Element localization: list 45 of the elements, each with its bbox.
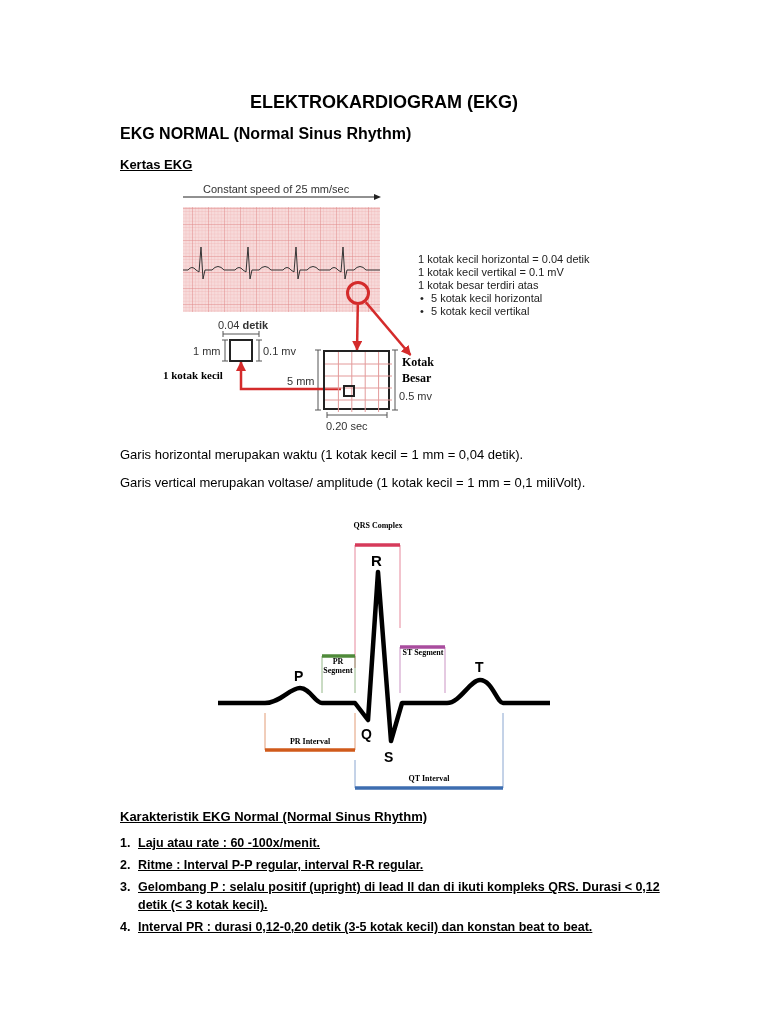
legend-text: 1 kotak kecil vertikal = 0.1 mV — [418, 265, 564, 280]
legend-text: 1 kotak besar terdiri atas — [418, 278, 539, 293]
wave-label: Q — [361, 725, 372, 744]
legend-text: 5 kotak kecil vertikal — [431, 304, 530, 319]
axis-caption: Constant speed of 25 mm/sec — [203, 182, 350, 197]
dimension-label: 0.04 detik — [218, 318, 269, 333]
dimension-label: 0.1 mv — [263, 344, 296, 359]
arrow — [364, 301, 412, 356]
subheading: Karakteristik EKG Normal (Normal Sinus Rhythm) — [120, 808, 428, 826]
list-item: Laju atau rate : 60 -100x/menit. — [138, 835, 320, 852]
subheading: Kertas EKG — [120, 156, 193, 174]
paragraph: Garis vertical merupakan voltase/ amplitude (1 kotak kecil = 1 mm = 0,1 miliVolt). — [120, 474, 586, 492]
bullet-mark: • — [420, 291, 424, 306]
bullet-mark: • — [420, 304, 424, 319]
arrow — [236, 361, 341, 391]
dimension-label: 0.20 sec — [326, 419, 368, 434]
small-square-enlarged — [229, 339, 253, 362]
node-label: Kotak Besar — [402, 355, 446, 387]
wave-label: R — [371, 551, 382, 571]
list-item: Interval PR : durasi 0,12-0,20 detik (3-5 kotak kecil) dan konstan beat to beat. — [138, 919, 593, 936]
legend-text: 1 kotak kecil horizontal = 0.04 detik — [418, 252, 590, 267]
wave-label: QT Interval — [407, 773, 451, 785]
list-number: 1. — [120, 835, 132, 852]
dimension-label: 5 mm — [287, 374, 315, 389]
title: ELEKTROKARDIOGRAM (EKG) — [249, 91, 519, 114]
wave-label: T — [475, 658, 484, 677]
wave-label: S — [384, 748, 394, 767]
list-item: Ritme : Interval P-P regular, interval R-R regular. — [138, 856, 424, 874]
list-number: 2. — [120, 856, 132, 874]
wave-label: QRS Complex — [352, 522, 404, 531]
wave-label: PR Segment — [322, 658, 354, 676]
section-heading: EKG NORMAL (Normal Sinus Rhythm) — [120, 124, 412, 144]
wave-label: PR Interval — [288, 736, 332, 748]
list-number: 3. — [120, 878, 132, 896]
caption-text: 1 kotak kecil — [163, 368, 223, 383]
list-number: 4. — [120, 919, 132, 936]
wave-label: P — [294, 667, 304, 686]
small-square — [343, 385, 355, 397]
dimension-label: 1 mm — [193, 344, 221, 359]
wave-label: ST Segment — [402, 649, 444, 658]
dimension-label: 0.5 mv — [399, 389, 432, 404]
legend-text: 5 kotak kecil horizontal — [431, 291, 543, 306]
paragraph: Garis horizontal merupakan waktu (1 kotak kecil = 1 mm = 0,04 detik). — [120, 446, 524, 464]
list-item: Gelombang P : selalu positif (upright) di lead II dan di ikuti kompleks QRS. Durasi < 0,12 detik (< 3 kotak kecil). — [138, 878, 660, 915]
arrow — [352, 304, 363, 351]
